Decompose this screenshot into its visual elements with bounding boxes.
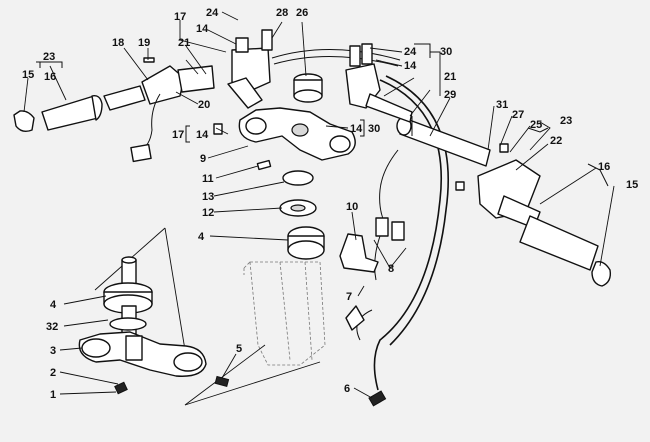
label-13: 13 [202, 191, 214, 203]
label-16-left: 16 [44, 71, 56, 83]
lower-yoke-assembly-part [78, 256, 207, 377]
label-28: 28 [276, 7, 288, 19]
label-5: 5 [236, 343, 242, 355]
label-17-top: 17 [174, 11, 186, 23]
wiring-connectors [374, 149, 405, 281]
label-14-mid-left: 14 [196, 129, 209, 141]
label-24-top: 24 [206, 7, 219, 19]
label-12: 12 [202, 207, 214, 219]
label-29: 29 [444, 89, 456, 101]
label-4-upper: 4 [198, 231, 205, 243]
label-30-mid: 30 [368, 123, 380, 135]
label-6: 6 [344, 383, 350, 395]
handlebar-tube-part [271, 49, 401, 67]
label-16-right: 16 [598, 161, 610, 173]
label-3: 3 [50, 345, 56, 357]
label-15-left: 15 [22, 69, 34, 81]
label-23-right: 23 [560, 115, 572, 127]
label-27: 27 [512, 109, 524, 121]
label-26: 26 [296, 7, 308, 19]
label-17-mid: 17 [172, 129, 184, 141]
label-32: 32 [46, 321, 58, 333]
label-14-right: 14 [404, 60, 417, 72]
label-25: 25 [530, 119, 542, 131]
label-20: 20 [198, 99, 210, 111]
label-24-right: 24 [404, 46, 417, 58]
callout-labels: 15 23 16 18 19 21 20 17 24 14 28 26 24 1… [22, 7, 638, 401]
grouping-brackets [39, 43, 609, 187]
label-4-lower: 4 [50, 299, 57, 311]
label-9: 9 [200, 153, 206, 165]
steering-head-stack [279, 170, 325, 260]
label-22: 22 [550, 135, 562, 147]
fork-tube-outline [243, 261, 326, 366]
label-2: 2 [50, 367, 56, 379]
label-14-mid-right: 14 [350, 123, 363, 135]
right-grip-part [519, 215, 612, 287]
label-14-top: 14 [196, 23, 209, 35]
top-yoke-part [238, 107, 356, 161]
left-switch-housing-part [130, 65, 215, 163]
label-7: 7 [346, 291, 352, 303]
left-grip-part [13, 85, 146, 133]
label-15-right: 15 [626, 179, 638, 191]
small-screws [114, 57, 509, 407]
label-23-left: 23 [43, 51, 55, 63]
label-11: 11 [202, 173, 214, 185]
label-21-left: 21 [178, 37, 190, 49]
steering-nut-part [293, 73, 323, 103]
label-30-top: 30 [440, 46, 452, 58]
label-1: 1 [50, 389, 56, 401]
label-19: 19 [138, 37, 150, 49]
label-10: 10 [346, 201, 358, 213]
callout-leaders [23, 11, 615, 399]
label-21-right: 21 [444, 71, 456, 83]
label-31: 31 [496, 99, 508, 111]
label-8: 8 [388, 263, 394, 275]
right-handlebar-part [365, 93, 491, 167]
label-18: 18 [112, 37, 124, 49]
left-clipon-clamp-part [227, 29, 273, 109]
mounting-bracket-part [339, 233, 379, 331]
